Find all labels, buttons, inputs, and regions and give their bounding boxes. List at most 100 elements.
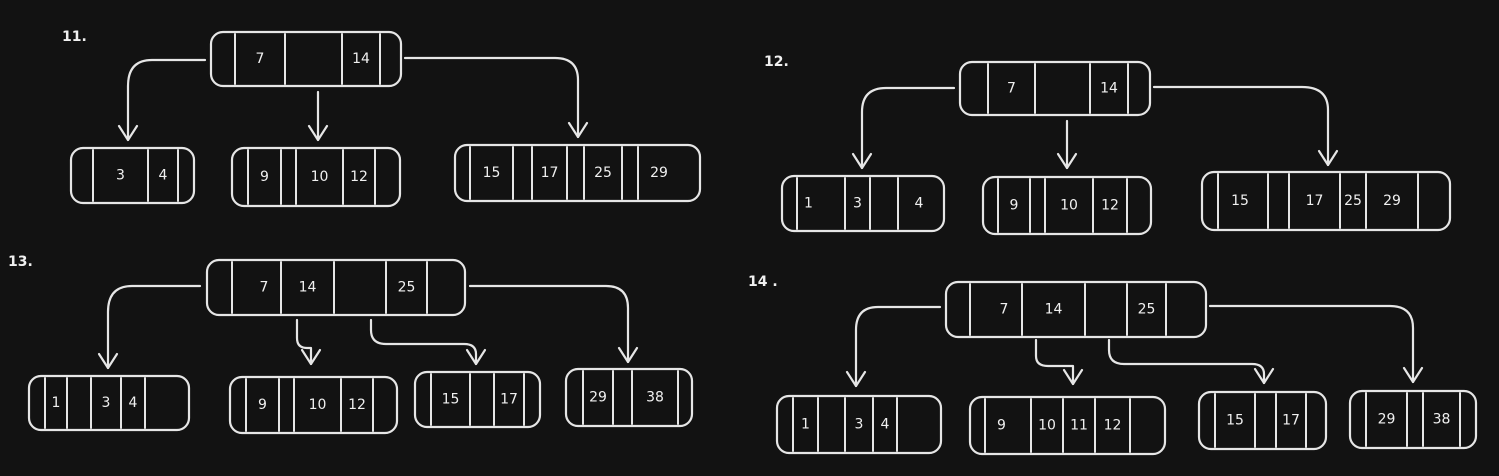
child-node-2: 9 10 12 [230, 146, 402, 208]
node-key: 10 [1060, 198, 1078, 214]
node-key: 12 [348, 397, 366, 413]
node-key: 10 [311, 169, 329, 185]
node-key: 15 [1226, 413, 1244, 429]
edge-arrow [1034, 338, 1075, 386]
child-node-3-outline [453, 143, 702, 203]
node-key: 29 [1383, 193, 1401, 209]
edge-arrow [126, 58, 207, 142]
node-key: 29 [650, 165, 668, 181]
child-node-4-outline [564, 367, 694, 428]
root-node-outline [205, 258, 467, 317]
arrowhead-icon [1056, 152, 1078, 170]
node-key: 14 [352, 51, 370, 67]
root-node: 7 14 25 [205, 258, 467, 317]
node-key: 25 [398, 280, 416, 296]
child-node-2-outline [228, 375, 399, 435]
node-key: 7 [256, 51, 265, 67]
arrowhead-icon [1253, 367, 1275, 385]
child-node-1-outline [775, 394, 943, 455]
arrowhead-icon [465, 348, 487, 366]
edge-arrow [369, 318, 478, 366]
edge-arrow [468, 284, 630, 364]
edge-arrow [860, 86, 956, 170]
node-key: 15 [483, 165, 501, 181]
child-node-4-outline [1348, 389, 1478, 450]
step-label: 13. [8, 254, 33, 270]
node-key: 7 [1000, 302, 1009, 318]
child-node-1-outline [69, 146, 196, 205]
edge-arrow [1152, 85, 1330, 167]
child-node-4: 29 38 [1348, 389, 1478, 450]
node-key: 25 [1344, 193, 1362, 209]
child-node-2-outline [230, 146, 402, 208]
node-key: 11 [1070, 418, 1088, 434]
root-node-outline [209, 30, 403, 88]
node-key: 12 [1101, 198, 1119, 214]
arrowhead-icon [1402, 366, 1424, 384]
node-key: 38 [646, 390, 664, 406]
node-key: 10 [309, 397, 327, 413]
node-key: 3 [855, 417, 864, 433]
arrowhead-icon [845, 370, 867, 388]
node-key: 14 [1100, 81, 1118, 97]
node-key: 14 [299, 280, 317, 296]
child-node-1-outline [780, 174, 946, 233]
node-key: 12 [350, 169, 368, 185]
node-key: 4 [159, 168, 168, 184]
child-node-3: 15 17 25 29 [1200, 170, 1452, 232]
node-key: 4 [129, 395, 138, 411]
node-key: 15 [1231, 193, 1249, 209]
arrowhead-icon [1062, 368, 1084, 386]
root-node: 7 14 [209, 30, 403, 88]
arrowhead-icon [851, 152, 873, 170]
node-key: 29 [589, 390, 607, 406]
step-label: 14 . [748, 274, 778, 290]
node-key: 17 [541, 165, 559, 181]
node-key: 1 [52, 395, 61, 411]
node-key: 29 [1378, 412, 1396, 428]
child-node-3: 15 17 25 29 [453, 143, 702, 203]
node-key: 9 [1010, 198, 1019, 214]
node-key: 9 [997, 418, 1006, 434]
child-node-2-outline [968, 395, 1167, 456]
edge-arrow [106, 284, 202, 370]
child-node-1-outline [27, 374, 191, 432]
node-key: 4 [915, 196, 924, 212]
node-key: 7 [260, 280, 269, 296]
node-key: 3 [853, 196, 862, 212]
root-node: 7 14 25 [944, 280, 1208, 339]
node-key: 14 [1045, 302, 1063, 318]
arrowhead-icon [617, 346, 639, 364]
node-key: 12 [1104, 418, 1122, 434]
child-node-4: 29 38 [564, 367, 694, 428]
node-key: 17 [500, 392, 518, 408]
child-node-3-outline [1197, 390, 1328, 451]
arrowhead-icon [307, 124, 329, 142]
arrowhead-icon [567, 121, 589, 139]
node-key: 3 [102, 395, 111, 411]
arrowhead-icon [97, 352, 119, 370]
arrowhead-icon [300, 348, 322, 366]
node-key: 9 [260, 169, 269, 185]
node-key: 4 [881, 417, 890, 433]
arrowhead-icon [1317, 149, 1339, 167]
child-node-3-outline [1200, 170, 1452, 232]
node-key: 38 [1433, 412, 1451, 428]
node-key: 7 [1007, 81, 1016, 97]
child-node-2: 9 10 12 [981, 175, 1153, 236]
node-key: 25 [594, 165, 612, 181]
node-key: 17 [1306, 193, 1324, 209]
child-node-1: 1 3 4 [27, 374, 191, 432]
root-node: 7 14 [958, 60, 1152, 117]
node-key: 25 [1138, 302, 1156, 318]
